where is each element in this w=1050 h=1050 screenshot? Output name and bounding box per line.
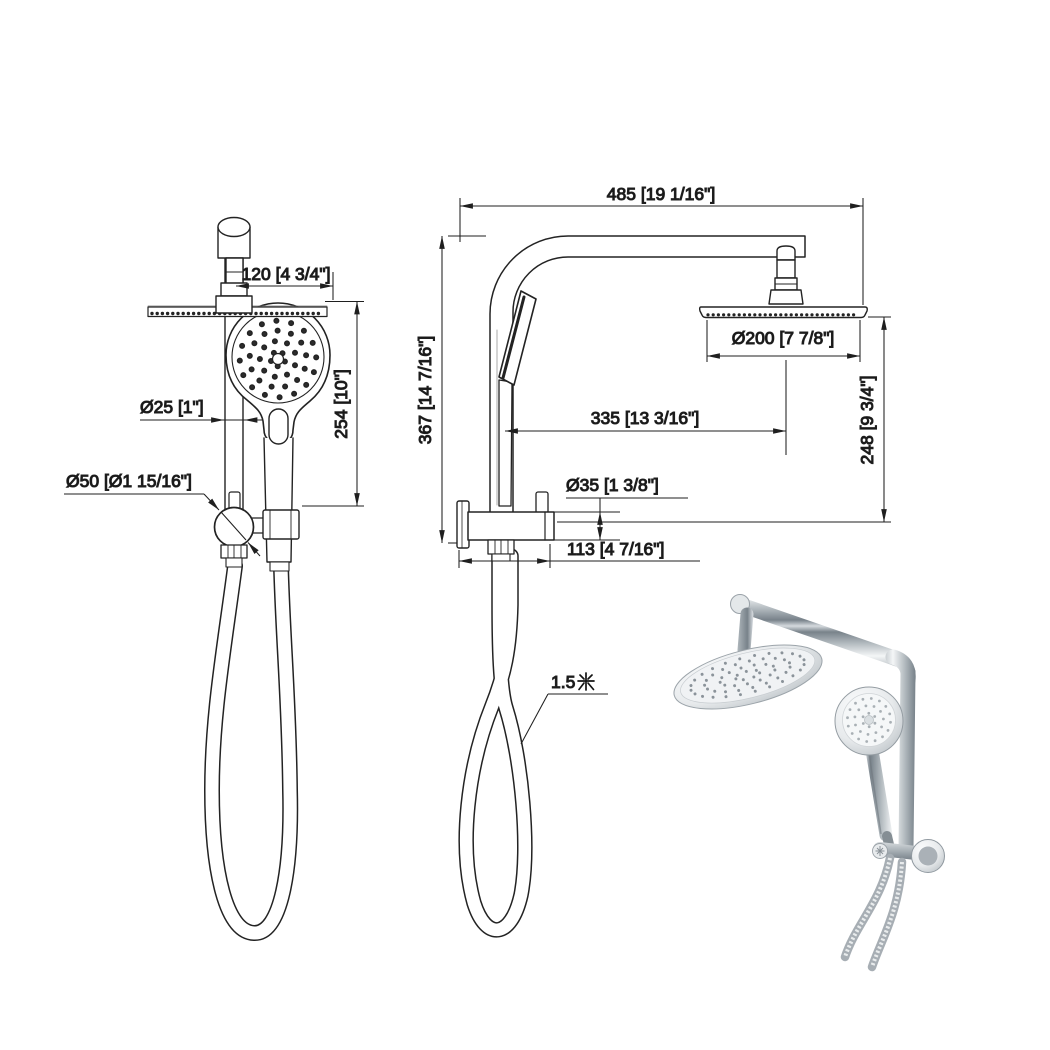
render-wall-flange-core [918,846,938,866]
render-head-connector [737,607,754,657]
rain-head-side [698,306,868,319]
hose-leader-diagonal [520,693,549,745]
hand-shower-side-handle [498,379,513,507]
render-arm-tube [733,597,905,667]
product-render [673,594,945,972]
rail-joint-lower [215,295,253,314]
wall-flange [456,500,470,549]
render-rain-head-nozzles [689,651,806,699]
dim-text-bracket-diameter: Ø50 [Ø1 15/16"] [66,471,192,491]
dim-text-rail-offset: 120 [4 3/4"] [242,264,331,284]
rain-head-side-nozzles [706,313,856,317]
meter-unit-glyph [577,672,595,691]
elbow-knob [535,491,549,514]
rail-top-cap-ellipse [217,216,251,238]
render-hose-strand-front-texture [843,857,892,958]
dim-text-elbow-diameter: Ø35 [1 3/8"] [566,475,659,495]
dim-text-head-drop: 248 [9 3/4"] [857,376,877,465]
dim-text-arm-reach: 485 [19 1/16"] [607,184,715,204]
head-connector-flange [768,289,804,305]
render-vertical-pipe [898,664,916,856]
bracket-hose-ring [225,557,243,568]
dim-text-column-height: 367 [14 7/16"] [415,336,435,444]
rail-joint-upper [220,282,248,297]
head-connector-body [776,259,796,279]
hand-shower-side-head-shade [501,295,526,380]
dim-text-head-center-offset: 335 [13 3/16"] [591,408,699,428]
render-emblem-flower [875,846,885,856]
render-rain-head-plate [680,647,816,704]
diameter-line-d50 [220,511,247,541]
dim-text-rail-height: 254 [10"] [331,369,351,438]
render-handle [865,743,893,842]
side-hose [459,549,532,937]
handle-hose-nut [269,561,290,572]
dim-text-rail-diameter: Ø25 [1"] [140,397,204,417]
diameter-arrow-d50 [247,542,261,557]
dim-text-wall-elbow-length: 113 [4 7/16"] [567,539,664,559]
dim-text-head-diameter: Ø200 [7 7/8"] [732,328,835,348]
render-hand-head-nozzles [846,697,892,743]
hose-length-number: 1.5 [551,672,575,692]
front-view-dimensions: 120 [4 3/4"] 254 [10"] Ø25 [1"] Ø50 [Ø1 … [64,263,364,557]
head-connector-dome [776,245,796,261]
side-view-dimensions: 485 [19 1/16"] 367 [14 7/16"] Ø200 [7 7/… [414,183,891,745]
front-hose [205,559,297,940]
hand-shower-button [268,408,289,445]
rain-head-edge-nozzles [150,311,321,316]
hand-shower-center-nozzle [271,352,285,366]
render-hand-head-button [864,715,874,725]
riser-and-arm [489,235,806,515]
front-view [147,216,331,941]
render-hose-strand-back-texture [870,861,904,968]
render-rain-head [673,644,823,710]
elbow-body [467,511,555,541]
hand-shower-handle [263,437,294,563]
rail-neck [225,257,244,285]
elbow-hose-ring [491,553,511,562]
render-handle-shade [868,752,882,835]
holder-block [262,509,300,540]
leader-arrow-d50 [203,493,220,511]
side-view [456,235,868,938]
